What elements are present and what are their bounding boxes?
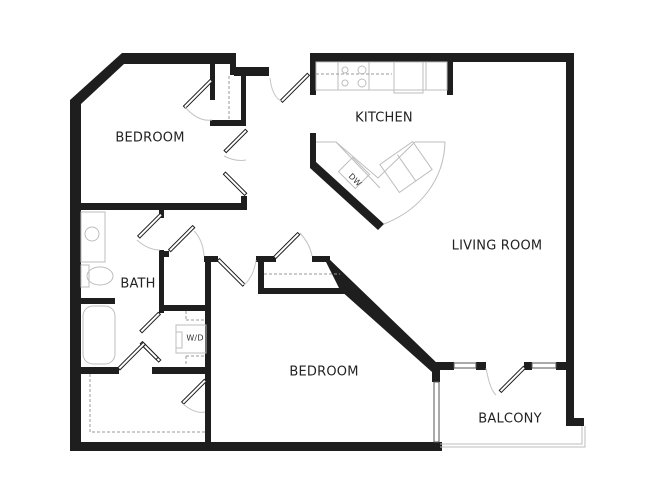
doors [117,72,527,413]
windows [433,362,586,448]
room-label-bedroom-1: BEDROOM [115,130,185,146]
room-label-kitchen: KITCHEN [355,110,413,126]
exterior-walls [70,53,584,451]
kitchen-fixtures [315,61,448,225]
room-label-bedroom-2: BEDROOM [289,364,359,380]
room-label-bath: BATH [120,276,156,292]
room-label-balcony: BALCONY [478,411,542,427]
interior-walls [81,60,566,450]
washer-dryer-label: W/D [186,333,204,343]
room-label-living-room: LIVING ROOM [451,238,543,254]
bath-fixtures [80,76,340,433]
